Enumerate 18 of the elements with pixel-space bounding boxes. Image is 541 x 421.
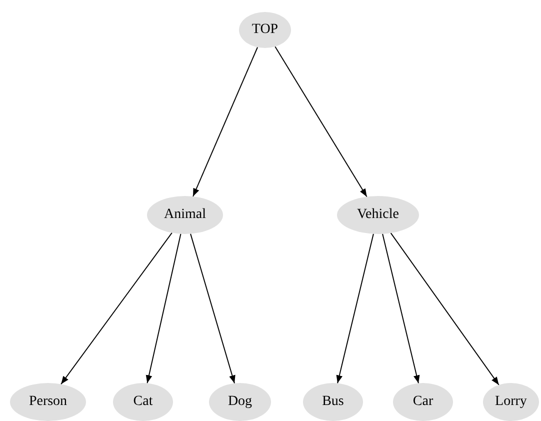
- node-label: Vehicle: [357, 207, 399, 223]
- arrow: [382, 233, 420, 384]
- node-label: Dog: [228, 394, 252, 410]
- arrow: [390, 232, 500, 386]
- node-label: Person: [28, 394, 68, 410]
- node-label: Cat: [133, 394, 153, 410]
- node-label: TOP: [252, 22, 278, 38]
- node-label: Bus: [322, 394, 344, 410]
- arrow: [60, 232, 172, 385]
- node-label: Animal: [164, 207, 206, 223]
- ellipse-node: [239, 12, 291, 48]
- node-label: Lorry: [495, 394, 527, 410]
- arrow: [274, 46, 368, 198]
- arrow: [336, 233, 374, 384]
- arrow: [190, 233, 236, 384]
- node-label: Car: [412, 394, 434, 410]
- arrow: [192, 46, 258, 197]
- arrow: [146, 233, 182, 384]
